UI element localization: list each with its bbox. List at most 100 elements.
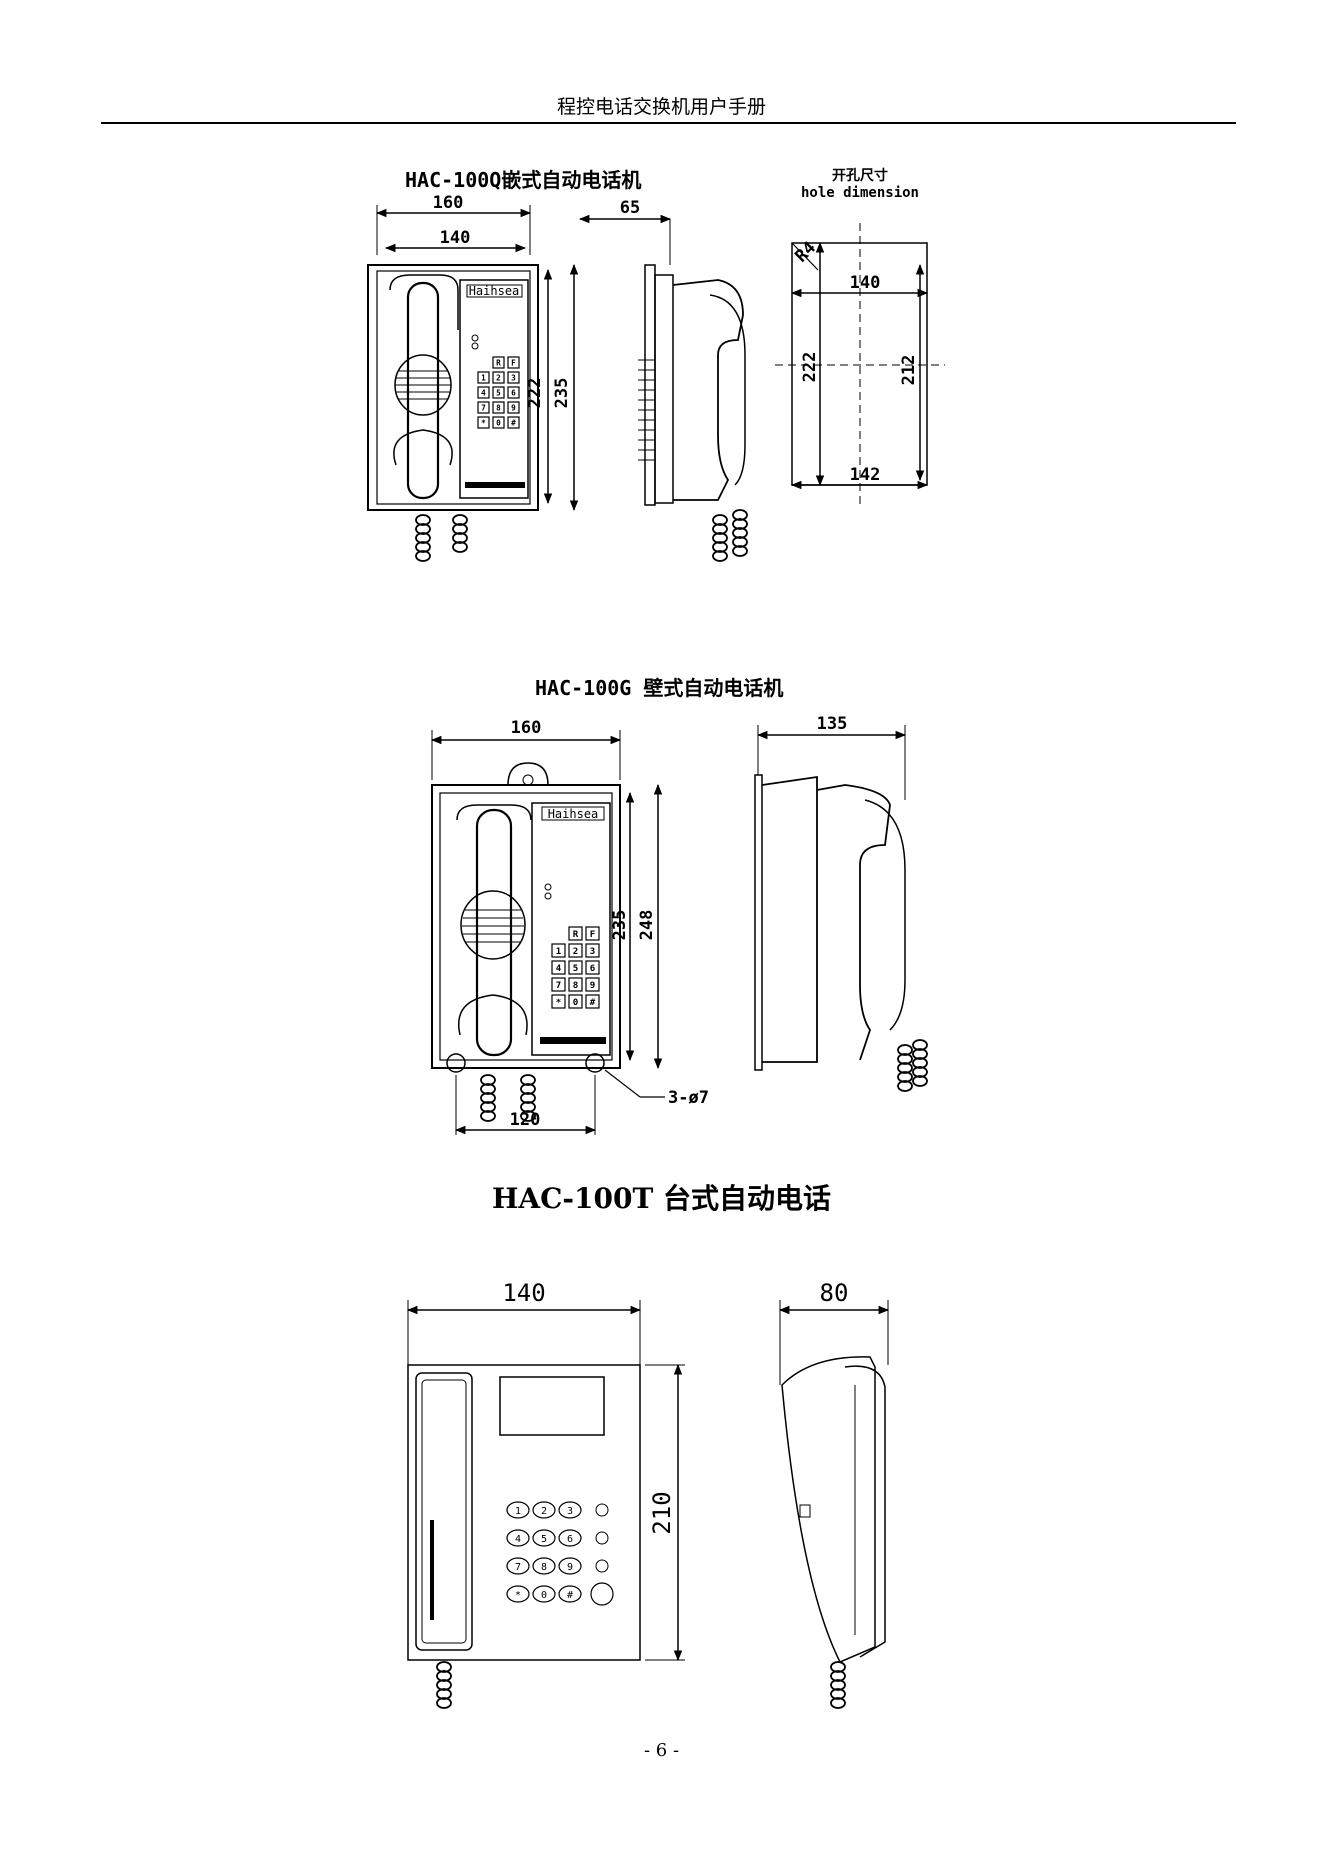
dim-hole-bottom: 142 bbox=[850, 465, 881, 485]
cord-coil bbox=[452, 514, 468, 526]
key-label: 7 bbox=[515, 1562, 521, 1573]
cord-coil bbox=[712, 523, 728, 535]
g-dim-depth: 135 bbox=[817, 714, 848, 734]
cord-coil bbox=[897, 1071, 913, 1083]
key-label: 8 bbox=[541, 1562, 547, 1573]
dim-corner: R4 bbox=[791, 238, 820, 267]
key-8 bbox=[568, 977, 583, 992]
key-6 bbox=[558, 1529, 582, 1547]
cord-coil bbox=[415, 523, 431, 535]
key-label: 3 bbox=[567, 1506, 573, 1517]
key-label: 1 bbox=[481, 374, 486, 383]
function-key bbox=[595, 1503, 609, 1517]
key-label: 8 bbox=[496, 404, 501, 413]
cord-coil bbox=[520, 1101, 536, 1113]
cord-coil bbox=[732, 545, 748, 557]
key-9 bbox=[558, 1557, 582, 1575]
cord-coil bbox=[436, 1688, 452, 1700]
t-dim-width: 140 bbox=[502, 1279, 545, 1307]
key-0 bbox=[492, 416, 505, 429]
key-* bbox=[477, 416, 490, 429]
key-label: 3 bbox=[590, 947, 595, 957]
cord-coil bbox=[912, 1057, 928, 1069]
key-1 bbox=[477, 371, 490, 384]
cord-coil bbox=[452, 532, 468, 544]
cord-coil bbox=[897, 1053, 913, 1065]
key-label: 9 bbox=[567, 1562, 573, 1573]
section-title-hac100t: HAC-100T 台式自动电话 bbox=[491, 1182, 832, 1215]
key-label: 4 bbox=[515, 1534, 521, 1545]
key-label: 2 bbox=[573, 947, 578, 957]
cord-coil bbox=[830, 1697, 846, 1709]
key-6 bbox=[585, 960, 600, 975]
key-# bbox=[507, 416, 520, 429]
g-dim-bottom: 120 bbox=[510, 1110, 541, 1130]
cord-coil bbox=[415, 550, 431, 562]
key-label: * bbox=[481, 419, 486, 428]
cord-coil bbox=[520, 1092, 536, 1104]
cord-coil bbox=[912, 1039, 928, 1051]
key-label: 7 bbox=[556, 981, 561, 991]
key-label: 1 bbox=[515, 1506, 521, 1517]
t-dim-height: 210 bbox=[648, 1491, 676, 1534]
key-1 bbox=[506, 1501, 530, 1519]
dim-inner-width: 140 bbox=[440, 228, 471, 248]
cord-coil bbox=[480, 1101, 496, 1113]
cord-coil bbox=[830, 1670, 846, 1682]
coiled-cords-6 bbox=[830, 1661, 846, 1709]
key-R bbox=[568, 926, 583, 941]
cord-coil bbox=[415, 532, 431, 544]
key-# bbox=[585, 994, 600, 1009]
g-dim-width: 160 bbox=[511, 718, 542, 738]
key-5 bbox=[492, 386, 505, 399]
figure1-title: HAC-100Q嵌式自动电话机 bbox=[405, 168, 641, 192]
key-R bbox=[492, 356, 505, 369]
cord-coil bbox=[830, 1688, 846, 1700]
dim-inner-height: 222 bbox=[525, 378, 545, 409]
g-dim-outer-height: 248 bbox=[637, 910, 657, 941]
cord-coil bbox=[520, 1074, 536, 1086]
cord-coil bbox=[436, 1697, 452, 1709]
brand-label-1: Haihsea bbox=[469, 284, 520, 298]
keypad-1 bbox=[471, 334, 479, 350]
hole-title-cn: 开孔尺寸 bbox=[832, 167, 888, 184]
dim-hole-top: 140 bbox=[850, 273, 881, 293]
cord-coil bbox=[830, 1661, 846, 1673]
key-4 bbox=[477, 386, 490, 399]
key-label: 2 bbox=[541, 1506, 547, 1517]
key-label: 0 bbox=[573, 998, 578, 1008]
function-key bbox=[595, 1531, 609, 1545]
g-dim-holes: 3-ø7 bbox=[668, 1088, 709, 1108]
key-label: 6 bbox=[567, 1534, 573, 1545]
t-dim-depth: 80 bbox=[820, 1279, 849, 1307]
key-label: F bbox=[590, 930, 595, 940]
key-label: 5 bbox=[541, 1534, 547, 1545]
cord-coil bbox=[732, 518, 748, 530]
g-dim-inner-height: 235 bbox=[610, 910, 630, 941]
cord-coil bbox=[732, 527, 748, 539]
key-0 bbox=[568, 994, 583, 1009]
cord-coil bbox=[712, 541, 728, 553]
key-0 bbox=[532, 1585, 556, 1603]
key-1 bbox=[551, 943, 566, 958]
key-label: 5 bbox=[496, 389, 501, 398]
cord-coil bbox=[480, 1083, 496, 1095]
coiled-cords-5 bbox=[436, 1661, 452, 1709]
key-label: 6 bbox=[511, 389, 516, 398]
page-header-title: 程控电话交换机用户手册 bbox=[556, 96, 766, 118]
key-8 bbox=[532, 1557, 556, 1575]
key-label: 3 bbox=[511, 374, 516, 383]
key-label: 4 bbox=[481, 389, 486, 398]
cord-coil bbox=[712, 550, 728, 562]
cord-coil bbox=[712, 514, 728, 526]
key-2 bbox=[492, 371, 505, 384]
cord-coil bbox=[712, 532, 728, 544]
key-9 bbox=[507, 401, 520, 414]
key-F bbox=[585, 926, 600, 941]
cord-coil bbox=[830, 1679, 846, 1691]
